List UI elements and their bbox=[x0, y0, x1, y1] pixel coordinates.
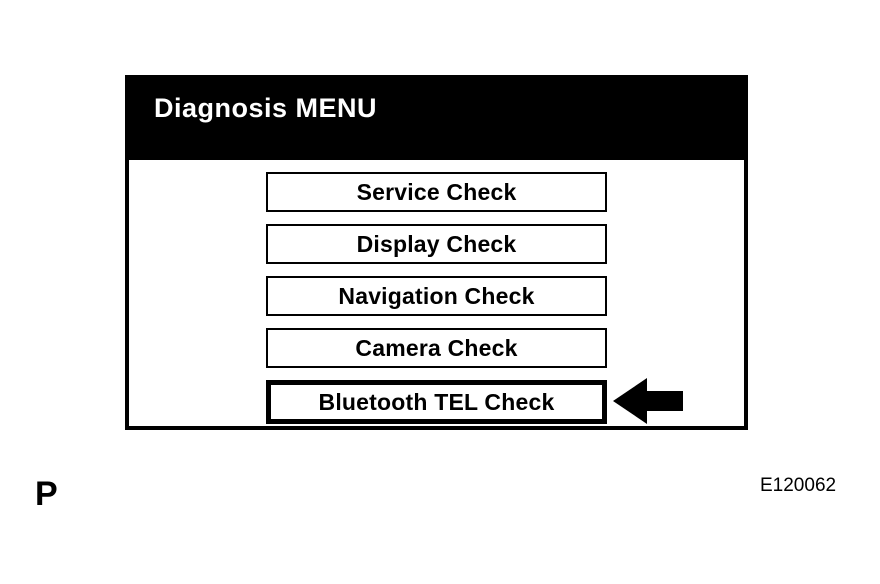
arrow-shaft bbox=[647, 391, 683, 411]
menu-button-navigation-check[interactable]: Navigation Check bbox=[266, 276, 607, 316]
screen-title: Diagnosis MENU bbox=[154, 93, 378, 123]
screen-body: Service Check Display Check Navigation C… bbox=[129, 160, 744, 426]
page-letter: P bbox=[35, 475, 58, 513]
menu-button-display-check[interactable]: Display Check bbox=[266, 224, 607, 264]
menu-button-camera-check[interactable]: Camera Check bbox=[266, 328, 607, 368]
menu-button-service-check[interactable]: Service Check bbox=[266, 172, 607, 212]
figure-code: E120062 bbox=[760, 475, 837, 496]
menu-button-bluetooth-tel-check[interactable]: Bluetooth TEL Check bbox=[266, 380, 607, 424]
diagnosis-screen: Diagnosis MENU Service Check Display Che… bbox=[125, 75, 748, 430]
selection-arrow-icon bbox=[613, 378, 683, 424]
screen-header: Diagnosis MENU bbox=[129, 79, 744, 160]
arrow-head bbox=[613, 378, 647, 424]
